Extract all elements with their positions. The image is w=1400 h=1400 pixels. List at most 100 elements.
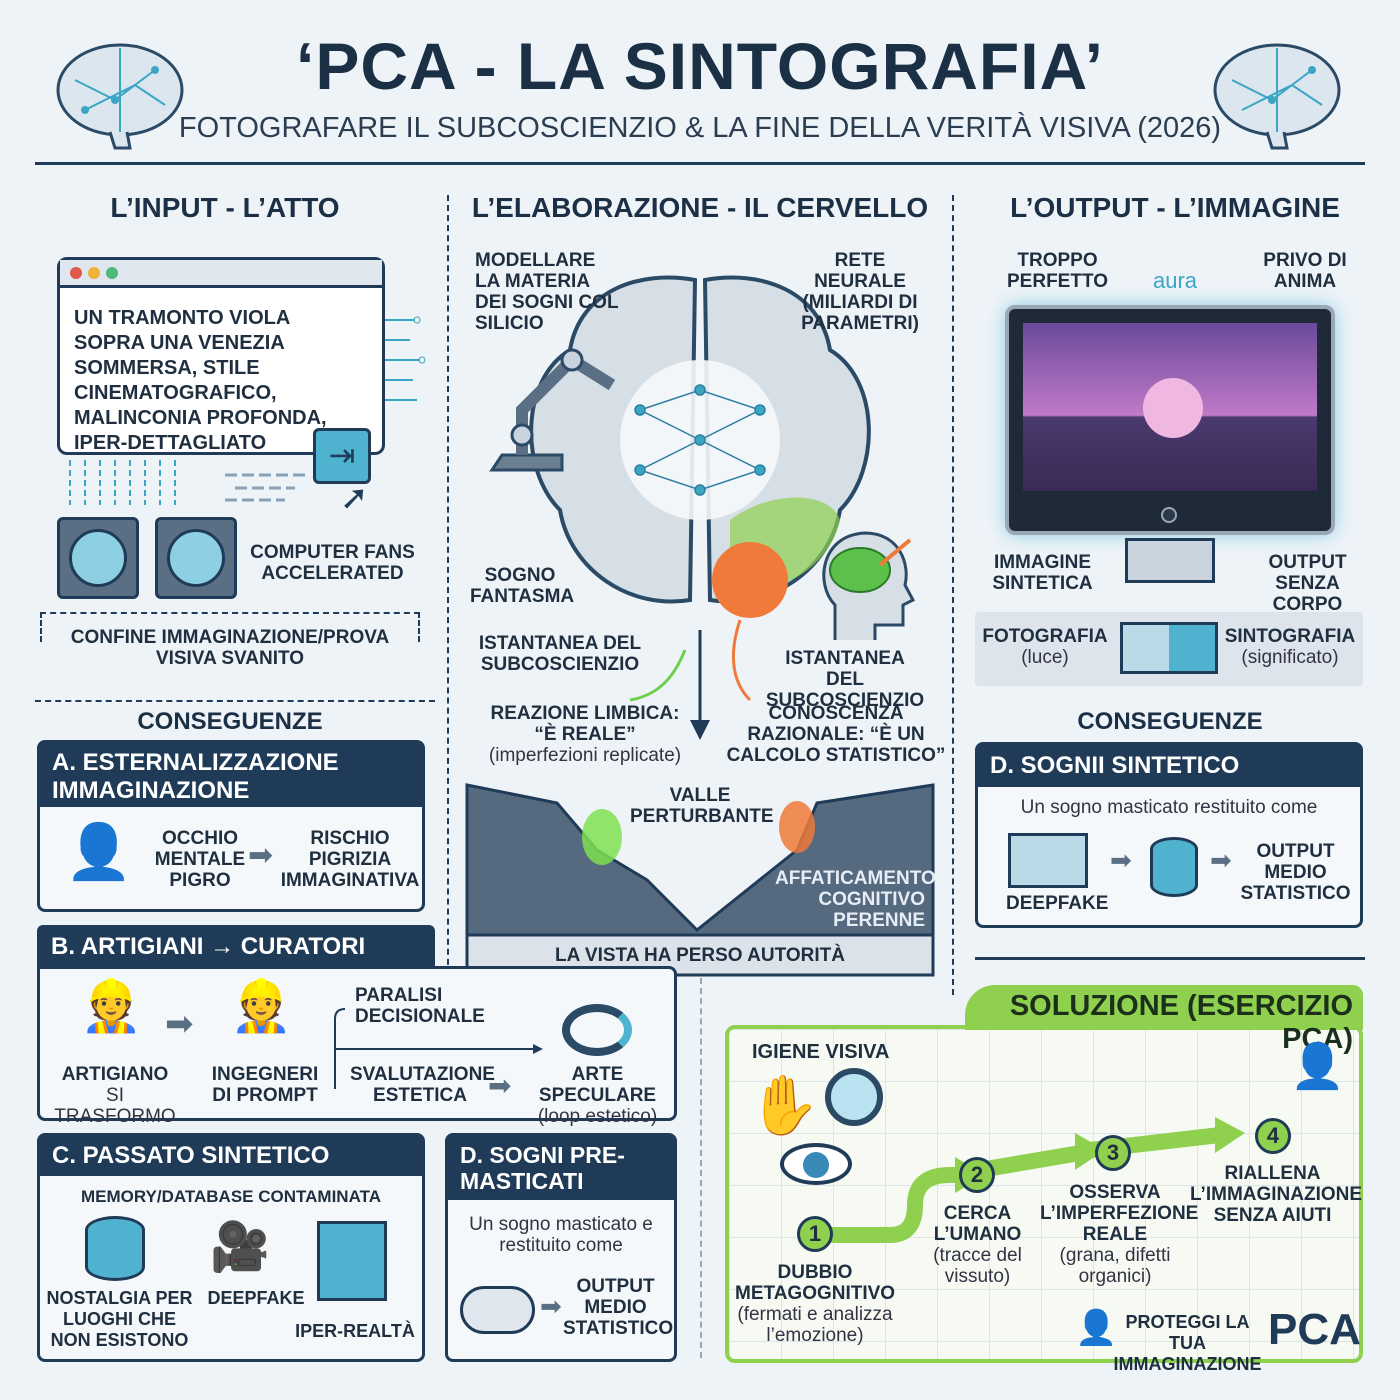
label-iper-realta: IPER-REALTÀ [295, 1321, 415, 1341]
box-a: A. ESTERNALIZZAZIONE IMMAGINAZIONE 👤 OCC… [37, 740, 425, 912]
monitor-stand [1125, 538, 1215, 583]
step-2-title: CERCA L’UMANO [933, 1203, 1022, 1245]
arrow-icon: ➡ [1210, 845, 1232, 875]
box-a-title: A. ESTERNALIZZAZIONE IMMAGINAZIONE [40, 743, 422, 807]
submit-enter-button[interactable]: ⇥ [313, 428, 371, 484]
label-ingegneri: INGEGNERI DI PROMPT [211, 1064, 319, 1106]
magnifier-icon [825, 1068, 883, 1126]
label-output-medio: OUTPUT MEDIO STATISTICO [563, 1276, 674, 1339]
page-subtitle: FOTOGRAFARE IL SUBCOSCIENZIO & LA FINE D… [178, 112, 1222, 144]
label-igiene-visiva: IGIENE VISIVA [752, 1041, 890, 1063]
header-divider [35, 162, 1365, 165]
arrow-icon: ➡ [540, 1291, 562, 1321]
computer-fan-icon [155, 517, 237, 599]
step-4-badge: 4 [1255, 1118, 1291, 1154]
section-divider [975, 957, 1365, 960]
processing-heading: L’ELABORAZIONE - IL CERVELLO [471, 192, 929, 223]
data-stream-lines [69, 460, 305, 505]
page-title: ‘PCA - LA SINTOGRAFIA’ [296, 29, 1104, 103]
thought-cloud-icon [460, 1286, 535, 1334]
pca-logo: PCA [1268, 1305, 1361, 1354]
monitor [1005, 305, 1335, 535]
box-d-left-title: D. SOGNI PRE-MASTICATI [448, 1136, 674, 1200]
arrow-icon: ➡ [1110, 845, 1132, 875]
label-privo-di-anima: PRIVO DI ANIMA [1263, 250, 1347, 292]
label-reazione-limbica: REAZIONE LIMBICA: “È REALE” (imperfezion… [488, 703, 682, 766]
arrow-icon: ➡ [488, 1070, 512, 1101]
consequences-heading-left: CONSEGUENZE [137, 708, 323, 735]
brain-network-icon-left [56, 43, 184, 150]
boundary-label: CONFINE IMMAGINAZIONE/PROVA VISIVA SVANI… [60, 627, 400, 669]
label-significato: (significato) [1241, 647, 1339, 668]
label-occhio-mentale: OCCHIO MENTALE PIGRO [154, 828, 246, 891]
label-deepfake-right: DEEPFAKE [1006, 893, 1109, 914]
step-2-badge: 2 [959, 1157, 995, 1193]
step-1-title: DUBBIO METAGOGNITIVO [735, 1262, 896, 1304]
database-icon [1150, 837, 1198, 897]
label-modellare: MODELLARE LA MATERIA DEI SOGNI COL SILIC… [475, 250, 619, 334]
label-rischio: RISCHIO PIGRIZIA IMMAGINATIVA [280, 828, 420, 891]
label-output-medio-right: OUTPUT MEDIO STATISTICO [1240, 841, 1351, 904]
box-b-title: B. ARTIGIANI → CURATORI [37, 925, 435, 968]
label-fotografia: FOTOGRAFIA [982, 626, 1108, 647]
label-troppo-perfetto: TROPPO PERFETTO [1007, 250, 1108, 292]
step-4-title: RIALLENA L’IMMAGINAZIONE SENZA AIUTI [1190, 1163, 1363, 1226]
step-3-title: OSSERVA L’IMPERFEZIONE REALE [1040, 1182, 1199, 1245]
label-sogno-fantasma: SOGNO FANTASMA [470, 565, 575, 607]
maximize-dot-icon [106, 267, 118, 279]
center-divider [700, 978, 702, 1358]
input-heading: L’INPUT - L’ATTO [110, 192, 340, 223]
loop-icon [562, 1004, 632, 1056]
person-eye-icon: 👤 [65, 822, 133, 882]
step-1-note: (fermati e analizza l’emozione) [737, 1304, 893, 1346]
column-divider-right [952, 195, 954, 995]
image-icon [1008, 833, 1088, 888]
label-istantanea-left: ISTANTANEA DEL SUBCOSCIENZIO [478, 633, 642, 675]
circuit-lines-icon [385, 316, 426, 401]
label-affaticamento: AFFATICAMENTO COGNITIVO PERENNE [775, 868, 936, 931]
solution-title: SOLUZIONE (ESERCIZIO PCA) [965, 985, 1363, 1055]
label-loop-estetico: (loop estetico) [537, 1106, 658, 1127]
box-d-left: D. SOGNI PRE-MASTICATI Un sogno masticat… [445, 1133, 677, 1362]
boundary-bracket [40, 612, 420, 642]
column-divider-left [447, 195, 449, 995]
box-d-right: D. SOGNII SINTETICO Un sogno masticato r… [975, 742, 1363, 928]
hyper-reality-head-icon [317, 1221, 387, 1301]
prompt-text: UN TRAMONTO VIOLA SOPRA UNA VENEZIA SOMM… [74, 307, 327, 454]
label-nostalgia: NOSTALGIA PER LUOGHI CHE NON ESISTONO [46, 1288, 193, 1350]
database-gear-icon [85, 1216, 145, 1281]
step-2-note: (tracce del vissuto) [933, 1245, 1022, 1287]
fans-label: COMPUTER FANS ACCELERATED [250, 542, 415, 584]
brain-illustration [529, 275, 871, 618]
output-heading: L’OUTPUT - L’IMMAGINE [1010, 192, 1340, 223]
photo-graph-icon [1120, 622, 1218, 674]
step-3-note: (grana, difetti organici) [1059, 1245, 1171, 1287]
person-writing-icon: 👤 [1290, 1042, 1345, 1091]
label-sogno-masticato: Un sogno masticato e restituito come [469, 1214, 653, 1256]
mouse-cursor-icon: ➚ [340, 479, 369, 517]
eye-icon [780, 1143, 852, 1185]
label-istantanea-right: ISTANTANEA DEL SUBCOSCIENZIO [765, 648, 925, 711]
branch-arrows [334, 1008, 543, 1089]
close-dot-icon [70, 267, 82, 279]
label-conoscenza-razionale: CONOSCENZA RAZIONALE: “È UN CALCOLO STAT… [726, 703, 946, 766]
uncanny-valley-illustration [465, 783, 935, 977]
label-rete-neurale: RETE NEURALE (MILIARDI DI PARAMETRI) [801, 250, 919, 334]
foto-sinto-panel: FOTOGRAFIA(luce) SINTOGRAFIA(significato… [975, 612, 1363, 686]
label-output-senza-corpo: OUTPUT SENZA CORPO [1268, 552, 1347, 615]
section-divider [35, 700, 435, 702]
movie-camera-icon: 🎥 [210, 1221, 270, 1274]
label-luce: (luce) [1021, 647, 1069, 668]
prompt-engineer-icon: 👷 [230, 978, 293, 1034]
label-arte-speculare: ARTE SPECULARE [538, 1064, 657, 1106]
label-valle-perturbante: VALLE PERTURBANTE [630, 785, 774, 827]
label-deepfake: DEEPFAKE [207, 1288, 305, 1308]
window-titlebar [60, 260, 382, 288]
box-c: C. PASSATO SINTETICO MEMORY/DATABASE CON… [37, 1133, 425, 1362]
robot-arm-icon [489, 348, 616, 472]
craftsman-icon: 👷 [80, 978, 143, 1034]
label-proteggi: PROTEGGI LA TUA IMMAGINAZIONE [1113, 1312, 1262, 1374]
label-artigiano: ARTIGIANO [61, 1064, 169, 1085]
venice-sunset-image [1023, 323, 1317, 491]
